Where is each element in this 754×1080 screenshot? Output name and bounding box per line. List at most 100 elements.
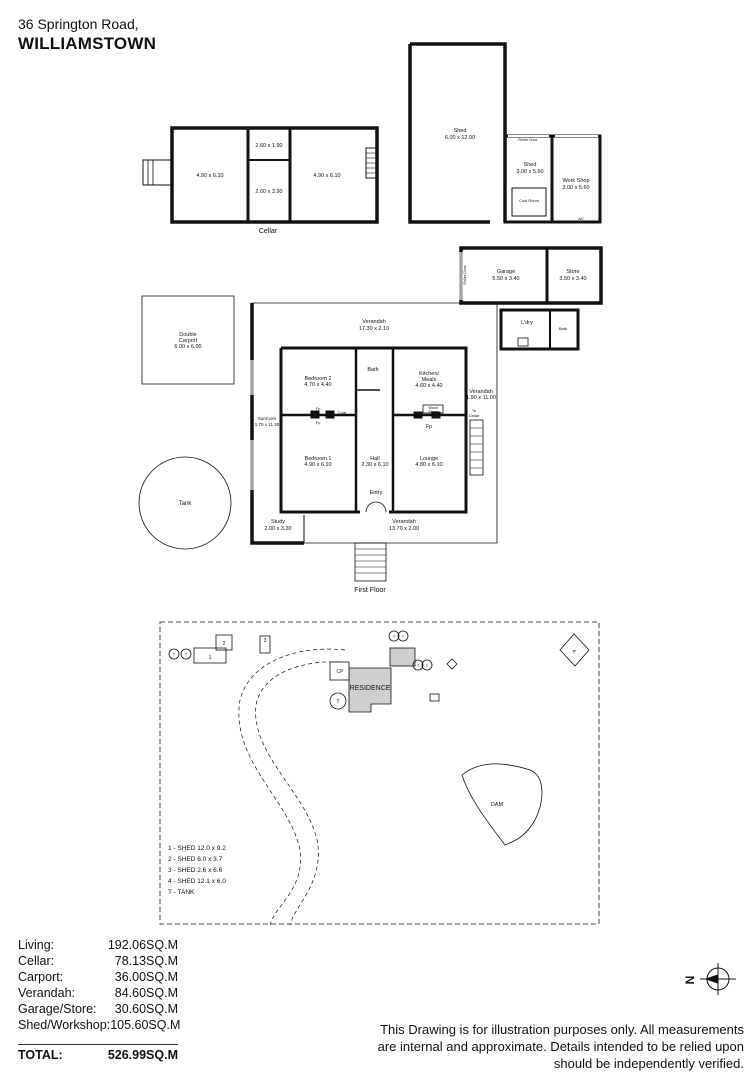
to-cellar-label-2: Cellar [469,413,480,418]
area-value: 105.60SQ.M [110,1018,181,1032]
legend-line-4: 4 - SHED 12.1 x 6.0 [168,878,226,885]
coat-label: Coat [338,410,347,415]
cellar-plan [142,126,379,224]
area-row: Shed/Workshop:105.60SQ.M [18,1017,181,1033]
fireplace-3-label: Fp [426,424,432,430]
dam-label: DAM [491,802,504,808]
shed-4-num: 4 [570,648,576,654]
area-value: 36.00SQ.M [114,970,178,984]
cellar-room-4-dims: 4.90 x 6.10 [313,173,340,179]
shed-3-num: 3 [264,638,267,644]
kitchen-label-2: Meals [422,377,437,383]
compass-icon [700,963,736,995]
bedroom2-label: Bedroom 2 [305,376,332,382]
area-value: 30.60SQ.M [114,1002,178,1016]
area-label: Verandah: [18,986,75,1000]
shed-roller-door: Roller Door [518,138,538,142]
verandah-bottom-label: Verandah [392,519,416,525]
entry-label: Entry [370,490,383,496]
sunroom-label: Sunroom [258,416,277,421]
workshop-label: Work Shop [562,178,589,184]
bath2-label: Bath [559,326,567,331]
cool-room-label: Cool Room [519,198,540,203]
fireplace-2-label: Fp [316,420,321,425]
study-label: Study [271,519,285,525]
suburb-title: WILLIAMSTOWN [18,34,157,53]
cellar-room-1-dims: 4.90 x 6.10 [196,173,223,179]
garage-roller-door: Roller Door [463,265,467,285]
tank-label: Tank [179,501,193,507]
shed-plan [408,42,602,224]
store-label: Store [566,269,579,275]
shed2-dims: 3.00 x 5.60 [516,169,543,175]
kitchen-label: Kitchen/ [419,371,439,377]
wood-stove-label: Wood [428,406,437,410]
tank-marker-7: T [336,699,339,705]
study-dims: 2.00 x 3.30 [264,526,291,532]
big-shed-dims: 6.00 x 12.00 [445,135,475,141]
disclaimer-text: This Drawing is for illustration purpose… [377,1022,744,1071]
area-row: Living: 192.06SQ.M [18,937,178,953]
legend-line-3: 3 - SHED 2.6 x 6.6 [168,867,223,874]
carport-label: Double [179,332,196,338]
lounge-label: Lounge [420,456,438,462]
first-floor-title: First Floor [354,587,386,594]
site-legend: 1 - SHED 12.0 x 9.2 2 - SHED 6.0 x 3.7 3… [168,845,226,896]
area-value: 78.13SQ.M [114,954,178,968]
hall-label: Hall [370,456,379,462]
cellar-room-3-dims: 2.60 x 3.90 [255,189,282,195]
ac-label: AC [578,216,584,221]
total-value: 526.99SQ.M [107,1048,178,1062]
garage-plan [459,246,603,305]
verandah-top-dims: 17.30 x 2.10 [359,326,389,332]
verandah-side-label: Verandah [469,389,493,395]
shed-1-num: 1 [209,655,212,661]
sunroom-dims: 1.70 x 11.30 [255,422,280,427]
carport-label-2: Carport [179,338,198,344]
area-label: Garage/Store: [18,1002,97,1016]
shed2-label: Shed [524,162,537,168]
verandah-bottom-dims: 13.70 x 2.00 [389,526,419,532]
store-dims: 3.50 x 3.40 [559,276,586,282]
tank-marker-2: T [185,652,188,657]
garage-dims: 5.50 x 3.40 [492,276,519,282]
area-row: Cellar: 78.13SQ.M [18,953,178,969]
cellar-title: Cellar [259,228,278,235]
tank-marker-1: T [173,652,176,657]
bedroom2-dims: 4.70 x 4.40 [304,382,331,388]
kitchen-dims: 4.60 x 4.40 [415,383,442,389]
area-label: Shed/Workshop: [18,1018,111,1032]
bedroom1-dims: 4.90 x 6.10 [304,462,331,468]
total-area: TOTAL: 526.99SQ.M [18,1044,178,1062]
area-value: 192.06SQ.M [107,938,178,952]
tank-marker-6: T [426,663,429,668]
area-label: Cellar: [18,954,55,968]
total-label: TOTAL: [18,1048,63,1062]
wood-stove-label-2: Stove [429,410,438,414]
lounge-dims: 4.80 x 6.10 [415,462,442,468]
area-row: Garage/Store: 30.60SQ.M [18,1001,178,1017]
area-label: Living: [18,938,55,952]
bath-label: Bath [367,367,378,373]
residence-label: RESIDENCE [350,685,391,692]
to-cellar-label: To [472,408,477,413]
area-row: Carport: 36.00SQ.M [18,969,178,985]
site-plan [159,621,600,926]
shed-2-num: 2 [223,641,226,647]
area-label: Carport: [18,970,64,984]
area-value: 84.60SQ.M [114,986,178,1000]
area-row: Verandah: 84.60SQ.M [18,985,178,1001]
legend-line-1: 1 - SHED 12.0 x 9.2 [168,845,226,852]
compass-north-label: N [683,976,697,985]
verandah-side-dims: 1.90 x 11.00 [466,395,496,401]
tank-marker-3: T [393,634,396,639]
first-floor-plan [138,295,580,582]
area-summary: Living: 192.06SQ.M Cellar: 78.13SQ.M Carpo… [18,937,181,1033]
big-shed-label: Shed [454,128,467,134]
verandah-top-label: Verandah [362,319,386,325]
cellar-room-2-dims: 2.60 x 1.90 [255,143,282,149]
legend-line-2: 2 - SHED 6.0 x 3.7 [168,856,223,863]
cp-label: CP [337,669,345,675]
address-line: 36 Springton Road, [18,16,139,32]
